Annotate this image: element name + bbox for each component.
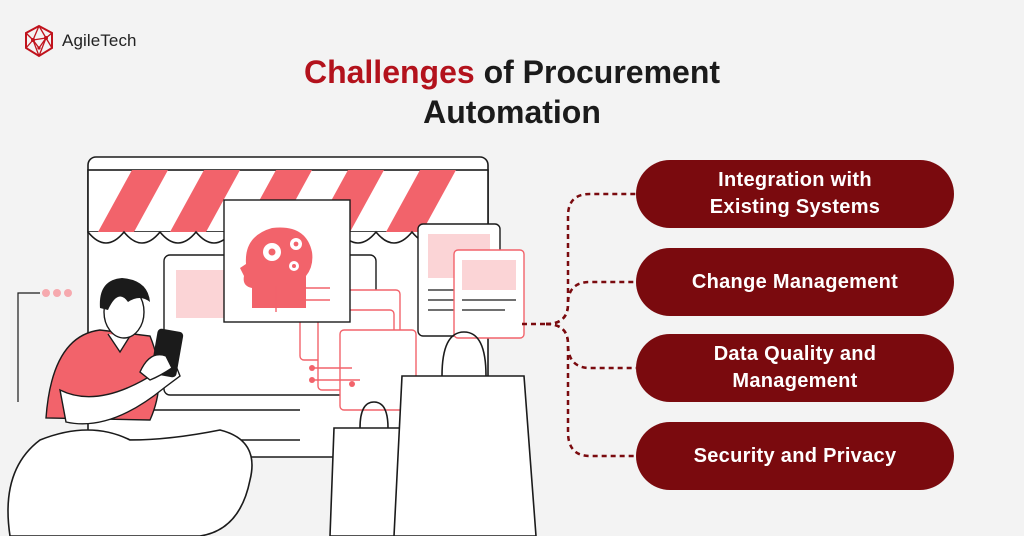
- ai-head-card: [223, 199, 351, 323]
- title-highlight: Challenges: [303, 54, 475, 90]
- title-rest: of Procurement: [474, 54, 721, 90]
- page-title: Challenges of Procurement Automation: [0, 52, 1024, 132]
- agiletech-logo-icon: [25, 24, 53, 58]
- brand-logo: AgileTech: [22, 24, 137, 58]
- brand-name: AgileTech: [62, 31, 137, 50]
- title-line-1: Challenges of Procurement: [0, 52, 1024, 92]
- circuit-lines: [312, 367, 360, 381]
- procurement-illustration: [7, 156, 537, 536]
- title-line-2: Automation: [423, 94, 601, 130]
- document-cards: [317, 223, 525, 411]
- challenge-integration: Integration with Existing Systems: [636, 160, 954, 228]
- side-decor: [17, 289, 72, 402]
- person-figure: [7, 278, 253, 536]
- shopping-bags: [329, 331, 537, 536]
- challenge-change-management: Change Management: [636, 248, 954, 316]
- challenge-security-privacy: Security and Privacy: [636, 422, 954, 490]
- challenge-data-quality: Data Quality and Management: [636, 334, 954, 402]
